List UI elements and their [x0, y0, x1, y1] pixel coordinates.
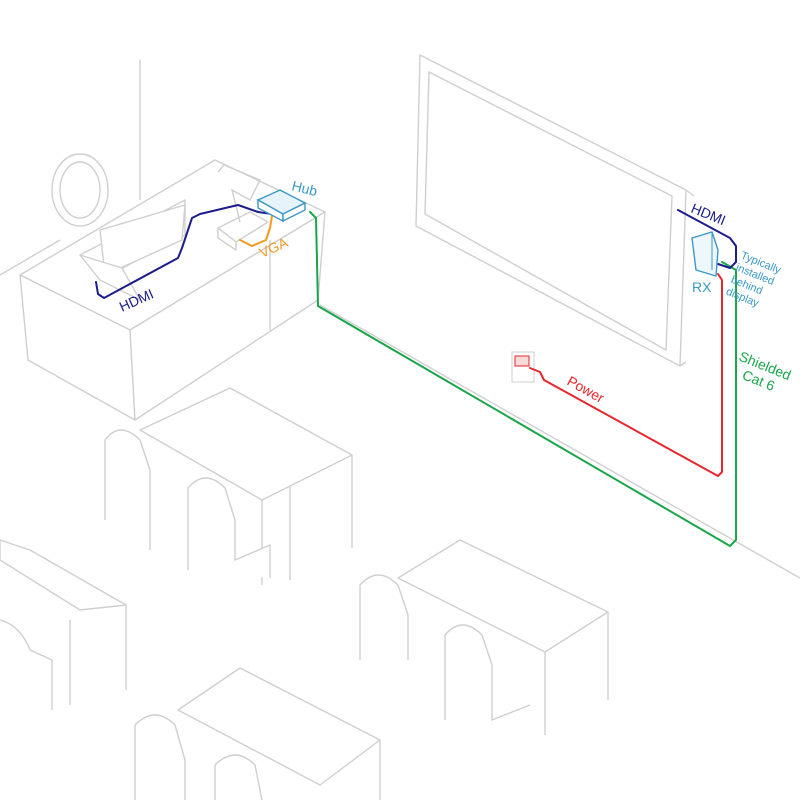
teacher-chair: [51, 153, 109, 227]
note-label: Typically installed behind display: [724, 250, 783, 310]
power-outlet: [511, 351, 535, 383]
student-desks: [0, 387, 609, 800]
hub-device: [256, 189, 307, 223]
cat6-cable: [309, 211, 737, 547]
cat6-label: Shielded Cat 6: [737, 348, 794, 394]
room-walls: [0, 60, 800, 579]
laptop: [79, 199, 186, 301]
hub-label: Hub: [290, 177, 319, 199]
power-label: Power: [565, 373, 608, 406]
vga-cable: [239, 215, 273, 247]
display-screen: [415, 54, 695, 367]
power-cable: [529, 273, 723, 477]
document-camera: [217, 164, 269, 251]
rx-device: [691, 231, 719, 277]
hdmi-desk-cable: [95, 204, 273, 299]
hdmi-display-label: HDMI: [689, 200, 728, 228]
rx-label: RX: [692, 279, 712, 295]
hdmi-display-cable: [677, 209, 737, 269]
